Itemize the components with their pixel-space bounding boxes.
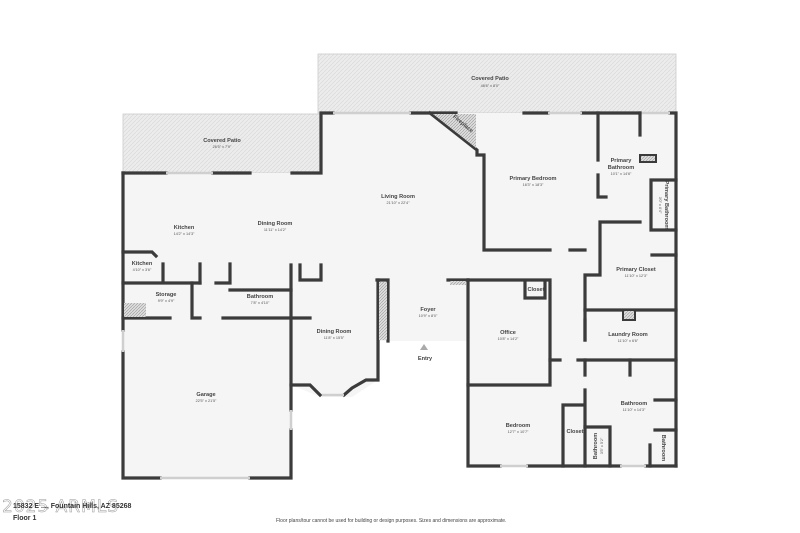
room-name: Foyer [420,307,436,313]
room-dims: 11'8" x 15'5" [324,336,345,340]
room-name: Primary Bathroom [663,181,669,230]
room-dims: 21'10" x 22'4" [387,201,411,205]
hatch-fixture [450,281,466,285]
room-dims: 11'11" x 14'2" [264,228,287,232]
room-dims: 11'10" x 12'3" [625,274,648,278]
property-address: 15832 E ..., Fountain Hills, AZ 85268 [13,503,132,510]
room-dims: 3'5" x 5'2" [600,437,604,454]
room-labels: Covered Patio 48'6" x 8'0" Covered Patio… [132,76,669,461]
room-dims: 10'1" x 14'6" [611,172,632,176]
room-name: Dining Room [258,221,293,227]
room-name: Bathroom [621,401,647,407]
room-dims: 7'8" x 4'10" [251,301,270,305]
room-dims: 9'9" x 4'9" [158,299,175,303]
covered-patio-left [122,113,322,174]
entry-arrow-icon [420,344,428,350]
room-name: Covered Patio [203,138,241,144]
room-dims: 4'10" x 3'6" [133,268,152,272]
hatch-fixture [622,309,636,321]
room-name: Bathroom [247,294,273,300]
room-dims: 14'2" x 14'3" [174,232,195,236]
room-dims: 3'0" x 6'4" [658,197,662,214]
room-name: Living Room [381,194,415,200]
room-name: Bedroom [506,423,531,429]
room-name: Covered Patio [471,76,509,82]
room-name: Primary Bedroom [510,176,557,182]
room-dims: 10'8" x 14'2" [498,337,519,341]
hatch-fixture [124,303,146,317]
room-dims: 11'10" x 14'3" [623,408,646,412]
room-dims: 16'3" x 18'3" [523,183,544,187]
room-name: Storage [156,292,177,298]
floor-area [123,113,676,478]
room-dims: 10'9" x 8'0" [419,314,438,318]
room-name: Office [500,330,516,336]
hatch-fixture [379,282,387,340]
windows [121,111,670,480]
room-name: Kitchen [132,261,153,267]
room-dims: 26'5" x 7'9" [213,145,232,149]
fireplace-hatch [433,114,476,148]
room-name: Bathroom [608,165,634,171]
watermark-logo: 2025 ARMLS [2,497,120,518]
room-name: Garage [196,392,215,398]
room-dims: 12'7" x 10'7" [508,430,529,434]
room-name: Bathroom [593,433,599,459]
room-name: Laundry Room [608,332,647,338]
room-name: Primary [611,158,633,164]
room-dims: 11'10" x 6'6" [618,339,639,343]
room-dims: 48'6" x 8'0" [481,84,500,88]
covered-patio-top [317,53,677,114]
hatch-fixture [639,154,657,163]
floor-label: Floor 1 [13,515,37,522]
room-name: Kitchen [174,225,195,231]
closet-label: Closet [527,287,544,293]
room-name: Dining Room [317,329,352,335]
interior-walls [121,113,678,468]
closet-label: Closet [566,429,583,435]
room-name: Primary Closet [616,267,656,273]
room-dims: 22'5" x 21'5" [196,399,217,403]
room-name: Bathroom [660,435,666,461]
disclaimer: Floor plans/tour cannot be used for buil… [276,518,507,524]
entry-label: Entry [418,356,433,362]
